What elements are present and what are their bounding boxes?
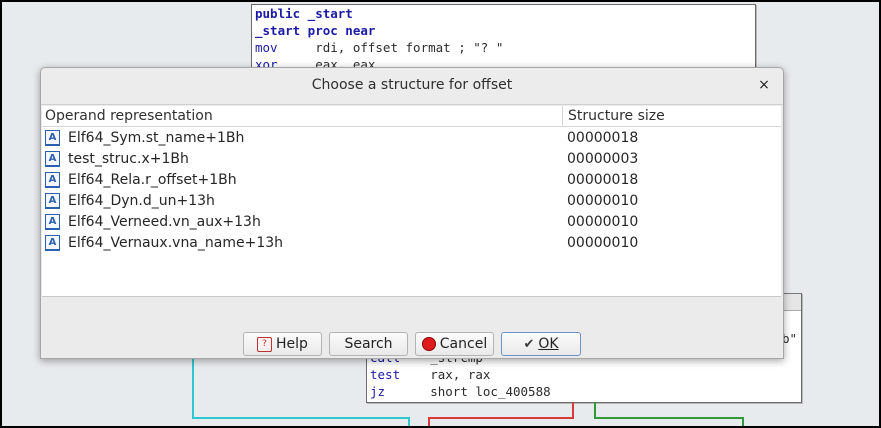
close-icon[interactable]: × xyxy=(758,77,770,93)
search-button[interactable]: Search xyxy=(329,332,408,356)
dialog-buttons: ? Help Search Cancel ✔ OK xyxy=(41,332,783,358)
graph-edge-red xyxy=(572,402,574,418)
list-item[interactable]: A Elf64_Verneed.vn_aux+13h 00000010 xyxy=(42,211,781,232)
size-cell: 00000010 xyxy=(567,234,639,251)
help-button[interactable]: ? Help xyxy=(243,332,322,356)
help-icon: ? xyxy=(257,336,273,352)
graph-edge-cyan xyxy=(192,357,194,419)
operand-cell: A Elf64_Vernaux.vna_name+13h xyxy=(42,234,562,251)
operand-text: Elf64_Verneed.vn_aux+13h xyxy=(68,213,261,230)
operand-text: Elf64_Sym.st_name+1Bh xyxy=(68,129,245,146)
operand-cell: A Elf64_Verneed.vn_aux+13h xyxy=(42,213,562,230)
cancel-button[interactable]: Cancel xyxy=(415,332,494,356)
operand-text: Elf64_Dyn.d_un+13h xyxy=(68,192,215,209)
struct-icon: A xyxy=(45,171,60,188)
code-line: _start proc near xyxy=(255,23,376,38)
list-item[interactable]: A Elf64_Vernaux.vna_name+13h 00000010 xyxy=(42,232,781,253)
dialog-titlebar[interactable]: Choose a structure for offset × xyxy=(41,68,783,105)
size-cell: 00000018 xyxy=(567,171,639,188)
operand-text: Elf64_Rela.r_offset+1Bh xyxy=(68,171,237,188)
graph-edge-green xyxy=(594,417,744,419)
struct-icon: A xyxy=(45,129,60,146)
list-item[interactable]: A Elf64_Sym.st_name+1Bh 00000018 xyxy=(42,127,781,148)
code-line: test rax, rax xyxy=(370,367,491,382)
cancel-icon xyxy=(421,337,436,351)
ok-button-label: OK xyxy=(538,336,559,352)
graph-edge-red xyxy=(428,417,430,426)
size-cell: 00000018 xyxy=(567,129,639,146)
ok-button[interactable]: ✔ OK xyxy=(501,332,581,356)
graph-edge-cyan xyxy=(408,417,410,426)
struct-icon: A xyxy=(45,150,60,167)
list-item[interactable]: A Elf64_Rela.r_offset+1Bh 00000018 xyxy=(42,169,781,190)
size-cell: 00000010 xyxy=(567,192,639,209)
code-fragment: b" xyxy=(781,331,797,346)
choose-structure-dialog: Choose a structure for offset × Operand … xyxy=(40,67,784,359)
dialog-title: Choose a structure for offset xyxy=(311,77,513,93)
code-line: jz short loc_400588 xyxy=(370,384,551,399)
graph-edge-green xyxy=(594,402,596,418)
search-button-label: Search xyxy=(344,336,393,352)
cancel-button-label: Cancel xyxy=(439,336,488,352)
help-button-label: Help xyxy=(276,336,308,352)
operand-cell: A Elf64_Rela.r_offset+1Bh xyxy=(42,171,562,188)
struct-icon: A xyxy=(45,192,60,209)
list-item[interactable]: A Elf64_Dyn.d_un+13h 00000010 xyxy=(42,190,781,211)
operand-text: Elf64_Vernaux.vna_name+13h xyxy=(68,234,284,251)
code-line: public _start xyxy=(255,6,353,21)
list-header: Operand representation Structure size xyxy=(42,106,781,127)
graph-edge-green xyxy=(742,417,744,426)
code-line: mov rdi, offset format ; "? " xyxy=(255,40,504,55)
operand-cell: A Elf64_Dyn.d_un+13h xyxy=(42,192,562,209)
operand-text: test_struc.x+1Bh xyxy=(68,150,189,167)
column-header-size[interactable]: Structure size xyxy=(568,108,665,124)
size-cell: 00000003 xyxy=(567,150,639,167)
graph-edge-cyan xyxy=(192,417,410,419)
struct-icon: A xyxy=(45,234,60,251)
column-header-operand[interactable]: Operand representation xyxy=(42,106,563,126)
graph-edge-red xyxy=(428,417,574,419)
checkmark-icon: ✔ xyxy=(523,336,535,352)
operand-cell: A Elf64_Sym.st_name+1Bh xyxy=(42,129,562,146)
size-cell: 00000010 xyxy=(567,213,639,230)
struct-icon: A xyxy=(45,213,60,230)
